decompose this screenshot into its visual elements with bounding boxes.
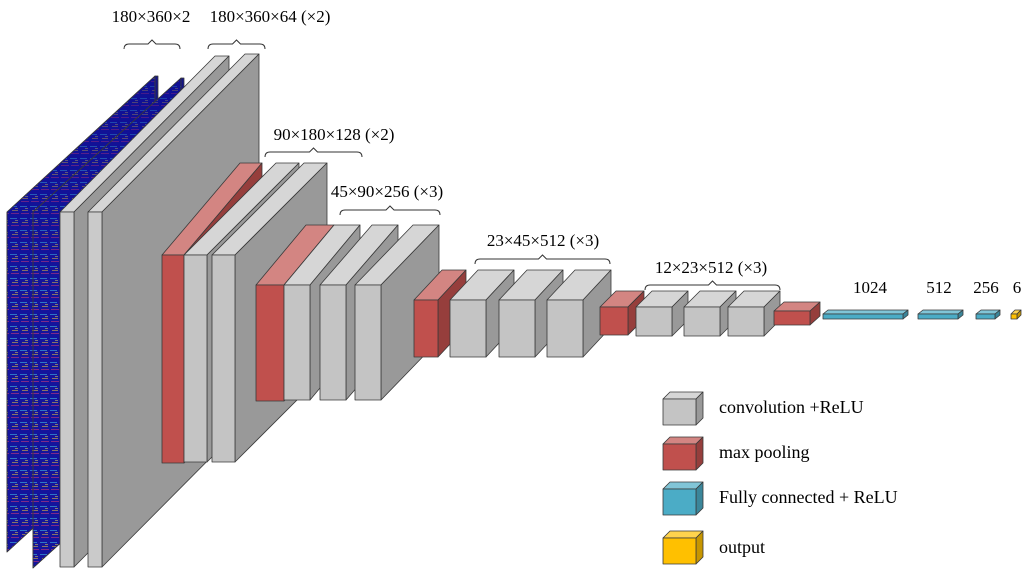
conv5-block-1-front (635, 306, 673, 337)
pool5-block-front (773, 310, 811, 326)
label-conv4-dims: 23×45×512 (×3) (487, 231, 599, 250)
conv2-block-2-front (211, 254, 236, 463)
brace-input (123, 39, 181, 50)
legend-conv-swatch (662, 391, 704, 426)
fc2-bar-top (917, 309, 964, 315)
conv3-block-2-front (319, 284, 347, 401)
legend-pool-label: max pooling (719, 442, 810, 462)
legend-conv-swatch-front (662, 398, 697, 426)
legend-output-swatch-front (662, 537, 697, 565)
dimension-braces (123, 39, 781, 291)
fc1-bar-front (822, 313, 904, 320)
fc2-bar (917, 309, 964, 320)
conv1-block-2-front (87, 211, 103, 568)
label-input-dims: 180×360×2 (112, 7, 191, 26)
conv5-block-1 (635, 290, 689, 337)
conv4-block-1-front (449, 299, 487, 358)
conv5-block-2-front (683, 306, 721, 337)
fc3-bar (975, 309, 1001, 320)
pool4-block-front (599, 306, 629, 336)
label-output: 6 (1013, 278, 1022, 297)
output-bar-front (1010, 313, 1018, 320)
label-fc3: 256 (973, 278, 999, 297)
legend-output-swatch (662, 530, 704, 565)
conv1-block-1-front (59, 211, 75, 568)
conv2-block-1-front (183, 254, 208, 463)
fc1-bar-top (822, 309, 909, 315)
network-blocks (6, 53, 1022, 569)
legend-conv-label: convolution +ReLU (719, 397, 864, 417)
conv3-block-3 (354, 224, 440, 401)
legend: convolution +ReLU max pooling Fully conn… (662, 391, 898, 565)
conv5-block-2 (683, 290, 737, 337)
legend-output-label: output (719, 537, 765, 557)
label-fc2: 512 (926, 278, 952, 297)
pool1-block-front (161, 254, 185, 464)
conv3-block-1-front (283, 284, 311, 401)
label-conv3-dims: 45×90×256 (×3) (331, 182, 443, 201)
conv5-block-3-front (727, 306, 765, 337)
brace-conv4 (474, 254, 611, 265)
legend-pool-swatch-front (662, 443, 697, 471)
label-conv5-dims: 12×23×512 (×3) (655, 258, 767, 277)
output-bar (1010, 309, 1022, 320)
label-conv2-dims: 90×180×128 (×2) (274, 125, 395, 144)
legend-fc-label: Fully connected + ReLU (719, 487, 898, 507)
conv4-block-2-front (498, 299, 536, 358)
pool2-block-front (255, 284, 285, 402)
legend-fc-swatch-front (662, 488, 697, 516)
brace-conv2 (264, 147, 363, 158)
pool3-block-front (413, 299, 439, 358)
fc2-bar-front (917, 313, 959, 320)
legend-fc-swatch (662, 481, 704, 516)
label-fc1: 1024 (853, 278, 888, 297)
pool5-block (773, 301, 821, 326)
legend-pool-swatch (662, 436, 704, 471)
conv4-block-3-front (546, 299, 584, 358)
fc3-bar-front (975, 313, 996, 320)
label-conv1-dims: 180×360×64 (×2) (210, 7, 331, 26)
conv4-block-3 (546, 269, 612, 358)
brace-conv3 (339, 205, 441, 216)
brace-conv5 (644, 280, 781, 291)
fc1-bar (822, 309, 909, 320)
conv3-block-3-front (354, 284, 382, 401)
brace-conv1 (207, 39, 266, 50)
